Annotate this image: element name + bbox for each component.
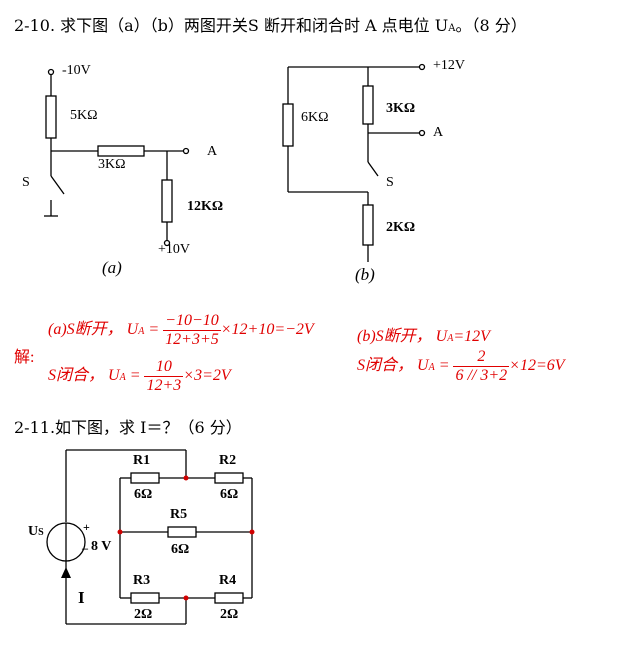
- circuit-b-switch: S: [386, 175, 394, 190]
- circuit-c-r4-value: 2Ω: [220, 607, 239, 622]
- solution-label: 解:: [14, 349, 35, 366]
- circuit-c-current: I: [78, 588, 85, 607]
- question-2-11-title: 2-11.如下图，求 I＝？（6 分）: [14, 418, 242, 437]
- circuit-a-r-top: 5KΩ: [70, 108, 98, 123]
- circuit-b-r-left: 6KΩ: [301, 110, 329, 125]
- circuit-c-r2-value: 6Ω: [220, 487, 239, 502]
- circuit-a-switch: S: [22, 175, 30, 190]
- circuit-c-r3: R3: [133, 573, 151, 588]
- junction-dots: [117, 475, 255, 601]
- circuit-a-wiring: [44, 68, 190, 247]
- solution-b-open: (b)S断开， UA=12V: [357, 328, 490, 345]
- circuit-a-r-mid: 3KΩ: [98, 157, 126, 172]
- circuit-c-r3-value: 2Ω: [134, 607, 153, 622]
- circuit-c-wiring: [46, 449, 253, 625]
- circuit-c-plus: +: [83, 520, 90, 534]
- circuit-c-r1: R1: [133, 453, 151, 468]
- circuit-c-r5-value: 6Ω: [171, 542, 190, 557]
- circuit-b-r-bottom: 2KΩ: [386, 220, 416, 235]
- circuit-a-v-bottom: +10V: [158, 242, 191, 257]
- circuit-c-r1-value: 6Ω: [134, 487, 153, 502]
- circuit-b-node: A: [433, 125, 444, 140]
- circuit-a-v-top: -10V: [62, 63, 91, 78]
- circuit-b-wiring: [282, 63, 426, 262]
- circuit-c-voltage: 8 V: [91, 539, 112, 554]
- circuit-c-r4: R4: [219, 573, 237, 588]
- circuit-a-caption: (a): [102, 258, 122, 277]
- circuit-a-node: A: [207, 144, 218, 159]
- question-2-10-title: 2-10. 求下图（a）（b）两图开关S 断开和闭合时 A 点电位 UA。（8 …: [14, 16, 527, 35]
- current-arrow-icon: [61, 567, 71, 578]
- circuit-c-source-label: US: [28, 524, 44, 539]
- circuit-c-r2: R2: [219, 453, 237, 468]
- circuit-b-caption: (b): [355, 265, 375, 284]
- circuit-b-r-top: 3KΩ: [386, 101, 416, 116]
- circuit-b-v-top: +12V: [433, 58, 466, 73]
- circuit-c-r5: R5: [170, 507, 188, 522]
- circuit-c-minus: _: [82, 537, 88, 551]
- circuit-a-r-bottom: 12KΩ: [187, 199, 224, 214]
